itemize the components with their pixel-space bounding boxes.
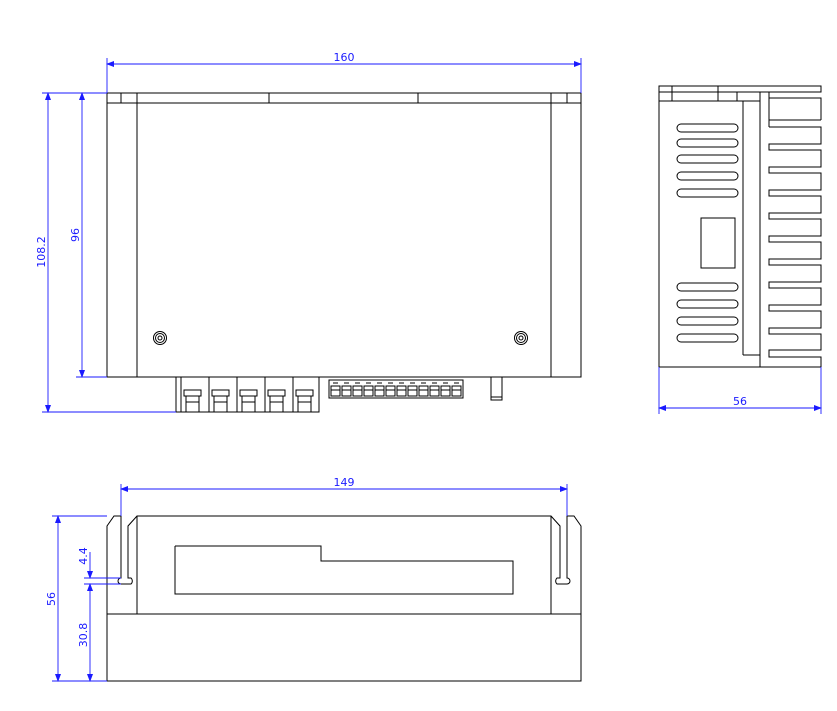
- front-label-panel: [174, 545, 514, 595]
- dim-front-height: 56: [45, 515, 107, 682]
- front-view-base: [106, 613, 582, 682]
- dim-label-96: 96: [69, 228, 82, 242]
- mounting-screw-right: [514, 331, 528, 345]
- dim-front-lower-height: 30.8: [77, 583, 93, 682]
- front-view: 149 56 4.4 30.8: [45, 476, 582, 682]
- top-view: 160 108.2 96: [35, 51, 582, 413]
- top-view-body-outline: [106, 92, 582, 378]
- dim-front-slot-offset: 4.4: [77, 547, 121, 585]
- dim-label-56-front: 56: [45, 592, 58, 606]
- power-terminal-block: [175, 376, 320, 413]
- dim-label-108-2: 108.2: [35, 236, 48, 268]
- heatsink-fins: [759, 91, 822, 368]
- dim-label-149: 149: [334, 476, 355, 489]
- front-view-body: [106, 515, 582, 614]
- dim-label-56-side: 56: [733, 395, 747, 408]
- indicator-connector: [490, 376, 503, 401]
- mounting-screw-left: [153, 331, 167, 345]
- dim-top-body-height: 96: [69, 92, 107, 378]
- signal-terminal-block: [328, 379, 464, 399]
- side-view-body: [658, 91, 761, 368]
- dim-front-width: 149: [120, 476, 568, 516]
- dim-label-30-8: 30.8: [77, 623, 90, 648]
- side-window: [700, 217, 736, 269]
- dim-top-total-height: 108.2: [35, 92, 176, 413]
- vent-slots-lower: [676, 282, 739, 343]
- dim-top-width: 160: [106, 51, 582, 93]
- side-view: 56: [658, 85, 822, 414]
- dim-label-4-4: 4.4: [77, 547, 90, 565]
- vent-slots-upper: [676, 123, 739, 198]
- dim-label-160: 160: [334, 51, 355, 64]
- dim-side-depth: 56: [658, 367, 822, 414]
